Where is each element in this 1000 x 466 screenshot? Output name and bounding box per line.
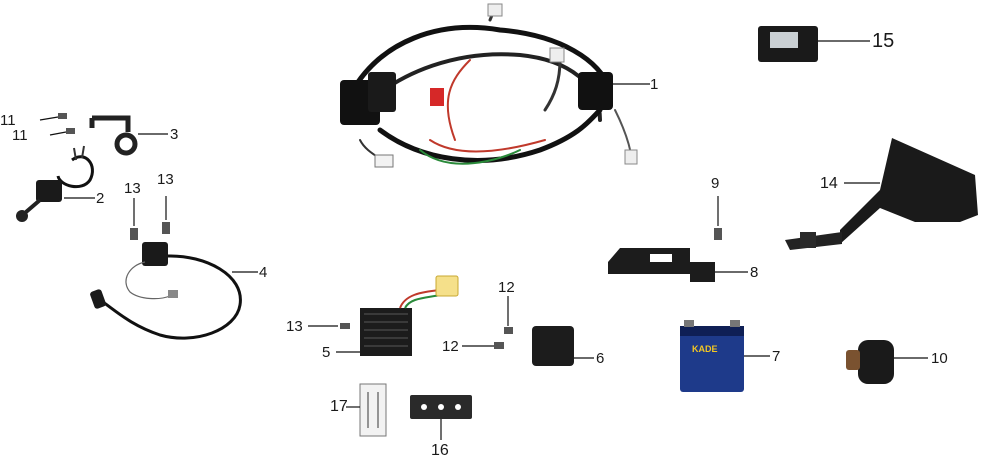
callout-13: 13 — [124, 180, 141, 197]
battery-top — [680, 326, 744, 336]
regulator-connector — [435, 275, 459, 297]
starter-relay-terminal — [846, 350, 860, 370]
harness-connector-right — [578, 72, 613, 110]
plate-hole — [421, 404, 427, 410]
callout-12: 12 — [442, 338, 459, 355]
plate-hole — [438, 404, 444, 410]
callout-12: 12 — [498, 279, 515, 296]
ignition-key-head — [16, 210, 28, 222]
cdi-unit — [532, 326, 574, 366]
battery — [680, 326, 744, 392]
harness-plug — [374, 154, 394, 168]
screw — [494, 342, 504, 349]
regulator-fins — [364, 313, 408, 347]
callout-13: 13 — [286, 318, 303, 335]
callout-3: 3 — [170, 126, 179, 143]
mounting-bracket-clamp — [114, 132, 138, 156]
battery-holder-slot — [650, 254, 672, 262]
callout-2: 2 — [96, 190, 105, 207]
callout-9: 9 — [711, 175, 720, 192]
ignition-switch-wire — [73, 145, 85, 161]
plate-hole — [455, 404, 461, 410]
harness-plug — [549, 47, 565, 63]
callout-6: 6 — [596, 350, 605, 367]
callout-8: 8 — [750, 264, 759, 281]
mounting-bracket — [89, 115, 131, 132]
screw — [340, 323, 350, 329]
harness-relay — [368, 72, 396, 112]
harness-plug — [487, 3, 503, 17]
callout-1: 1 — [650, 76, 659, 93]
ground-terminal — [168, 290, 178, 298]
screw — [504, 327, 513, 334]
callout-15: 15 — [872, 30, 895, 52]
callout-11: 11 — [0, 112, 16, 129]
ground-wire — [125, 261, 171, 300]
battery-terminal — [730, 320, 740, 327]
battery-brand: KADE — [692, 344, 718, 354]
screw — [39, 113, 67, 121]
regulator-wire — [399, 289, 441, 309]
callout-4: 4 — [259, 264, 268, 281]
starter-relay — [858, 340, 894, 384]
callout-5: 5 — [322, 344, 331, 361]
battery-holder — [608, 248, 715, 282]
screw — [714, 228, 722, 240]
callout-16: 16 — [431, 442, 449, 459]
callout-17: 17 — [330, 398, 348, 415]
harness-plug — [624, 149, 638, 165]
ignition-key — [24, 198, 42, 214]
screw — [162, 222, 170, 234]
ignition-coil — [142, 242, 168, 266]
callout-7: 7 — [772, 348, 781, 365]
hour-meter-display — [770, 32, 798, 48]
ignition-switch — [36, 180, 62, 202]
ignition-switch-wire — [56, 155, 94, 189]
ignition-coil-lead — [99, 254, 242, 340]
screw — [130, 228, 138, 240]
fuse — [359, 383, 387, 437]
regulator-rectifier — [360, 308, 412, 356]
battery-box — [840, 138, 978, 244]
callout-10: 10 — [931, 350, 948, 367]
callout-14: 14 — [820, 175, 838, 192]
callout-13: 13 — [157, 171, 174, 188]
spark-plug-cap — [90, 289, 106, 309]
screw — [49, 128, 75, 136]
harness-red-terminal — [430, 88, 444, 106]
battery-terminal — [684, 320, 694, 327]
battery-box-clip — [800, 232, 816, 248]
callout-11: 11 — [12, 127, 28, 144]
